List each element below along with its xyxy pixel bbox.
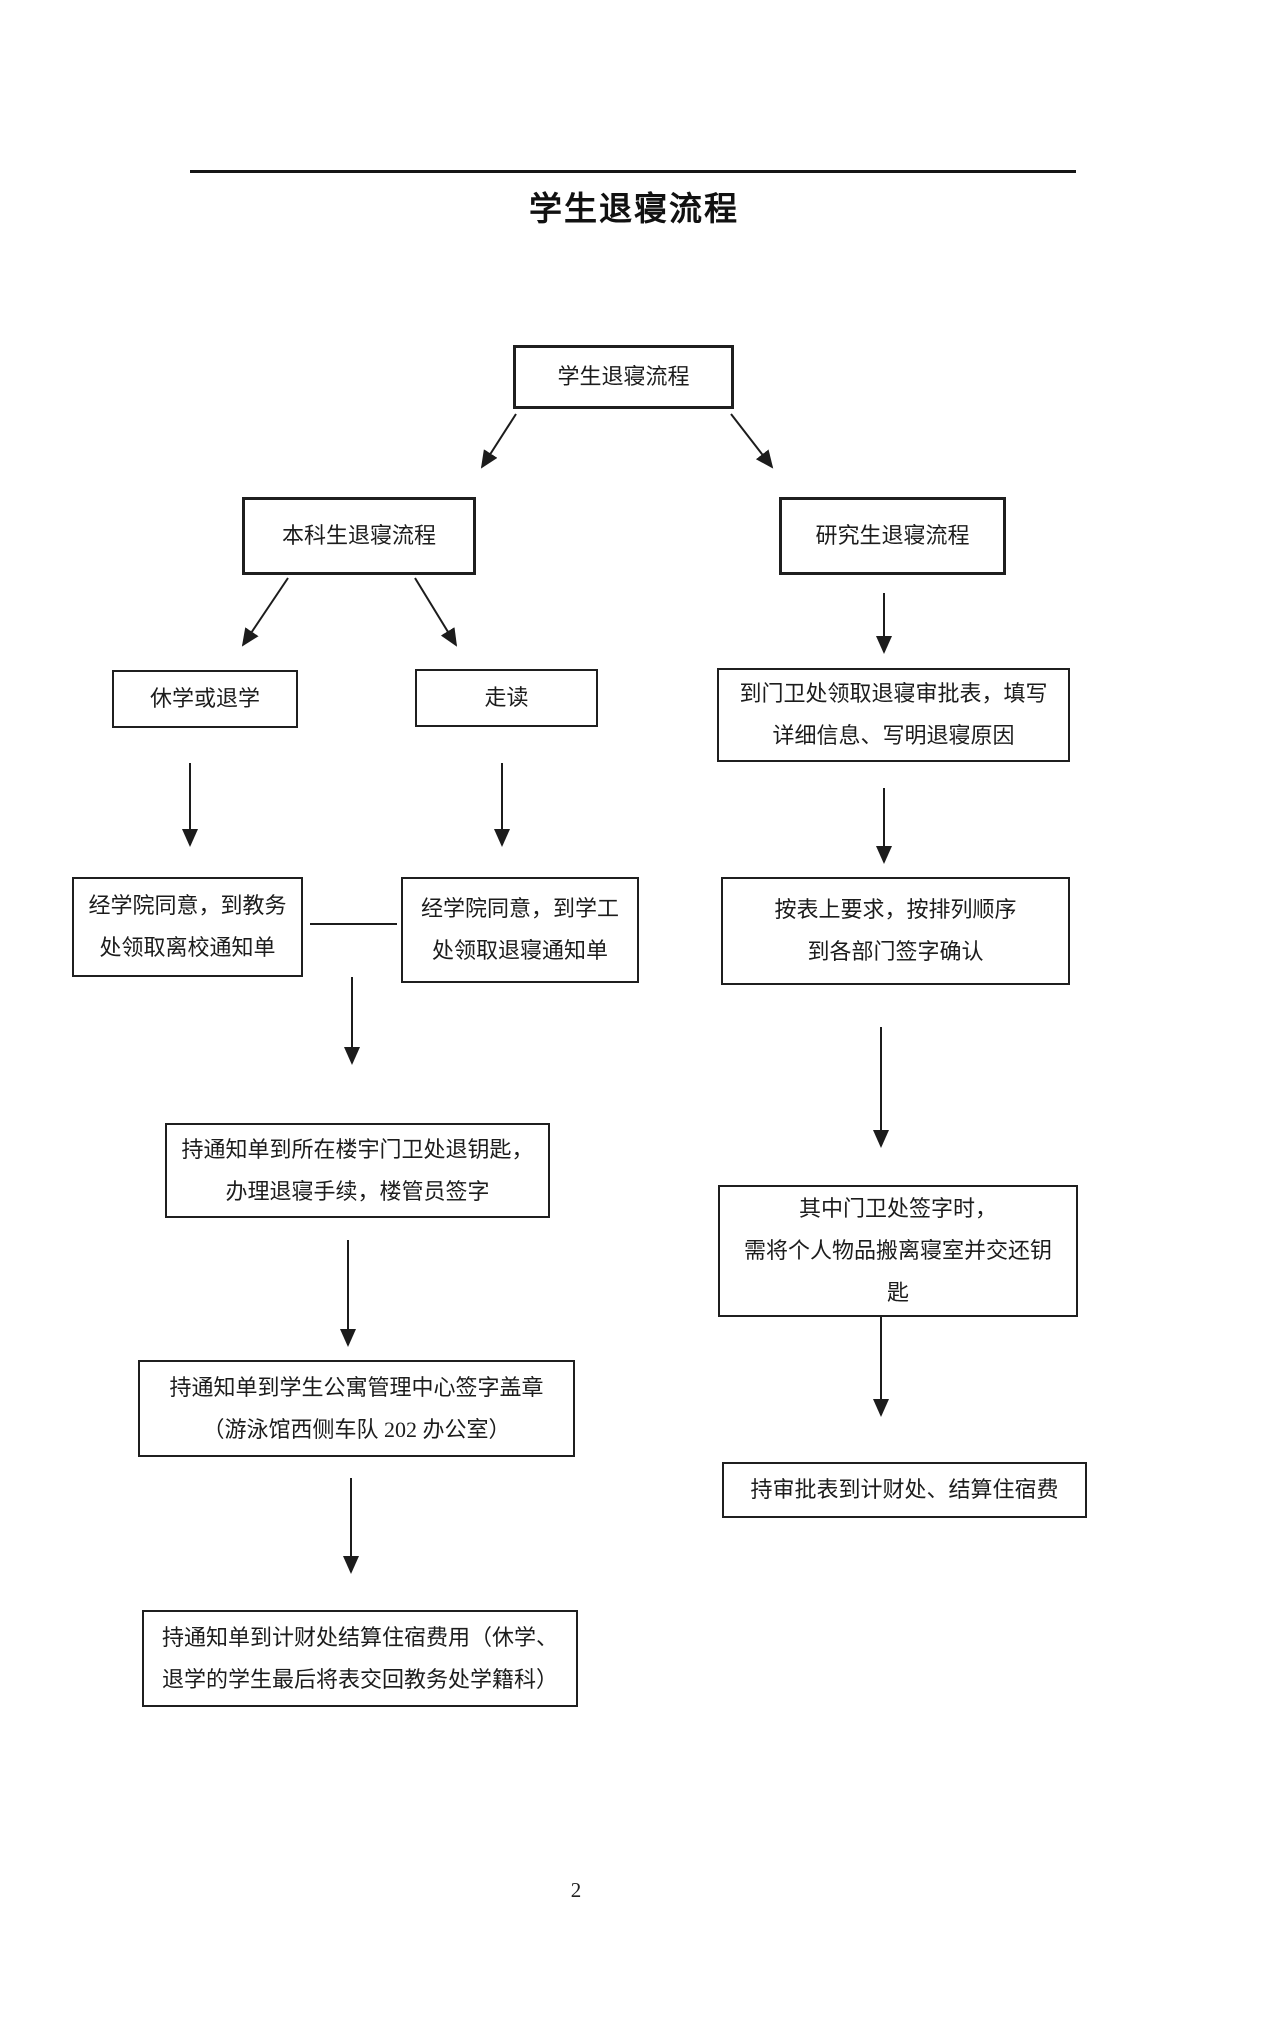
arrow-undergrad-to-commute [414,577,458,647]
node-return-key: 持通知单到所在楼宇门卫处退钥匙， 办理退寝手续，楼管员签字 [165,1123,550,1218]
page-title: 学生退寝流程 [529,190,739,227]
arrow-root-to-grad [730,413,774,469]
node-commute: 走读 [415,669,598,727]
node-grad-finance: 持审批表到计财处、结算住宿费 [722,1462,1087,1518]
node-undergrad-finance: 持通知单到计财处结算住宿费用（休学、 退学的学生最后将表交回教务处学籍科） [142,1610,578,1707]
node-grad-get-form: 到门卫处领取退寝审批表，填写 详细信息、写明退寝原因 [717,668,1070,762]
arrow-undergrad-to-suspend [241,577,289,647]
node-apartment-center: 持通知单到学生公寓管理中心签字盖章 （游泳馆西侧车队 202 办公室） [138,1360,575,1457]
node-grad-flow: 研究生退寝流程 [779,497,1006,575]
node-commute-notice: 经学院同意，到学工 处领取退寝通知单 [401,877,639,983]
arrow-root-to-undergrad [480,413,517,469]
header-rule [190,170,1076,173]
node-root: 学生退寝流程 [513,345,734,409]
node-undergrad-flow: 本科生退寝流程 [242,497,476,575]
page-number: 2 [570,1878,582,1902]
node-grad-sign-order: 按表上要求，按排列顺序 到各部门签字确认 [721,877,1070,985]
node-grad-guard-sign: 其中门卫处签字时， 需将个人物品搬离寝室并交还钥 匙 [718,1185,1078,1317]
node-suspend-or-quit: 休学或退学 [112,670,298,728]
node-suspend-notice: 经学院同意，到教务 处领取离校通知单 [72,877,303,977]
